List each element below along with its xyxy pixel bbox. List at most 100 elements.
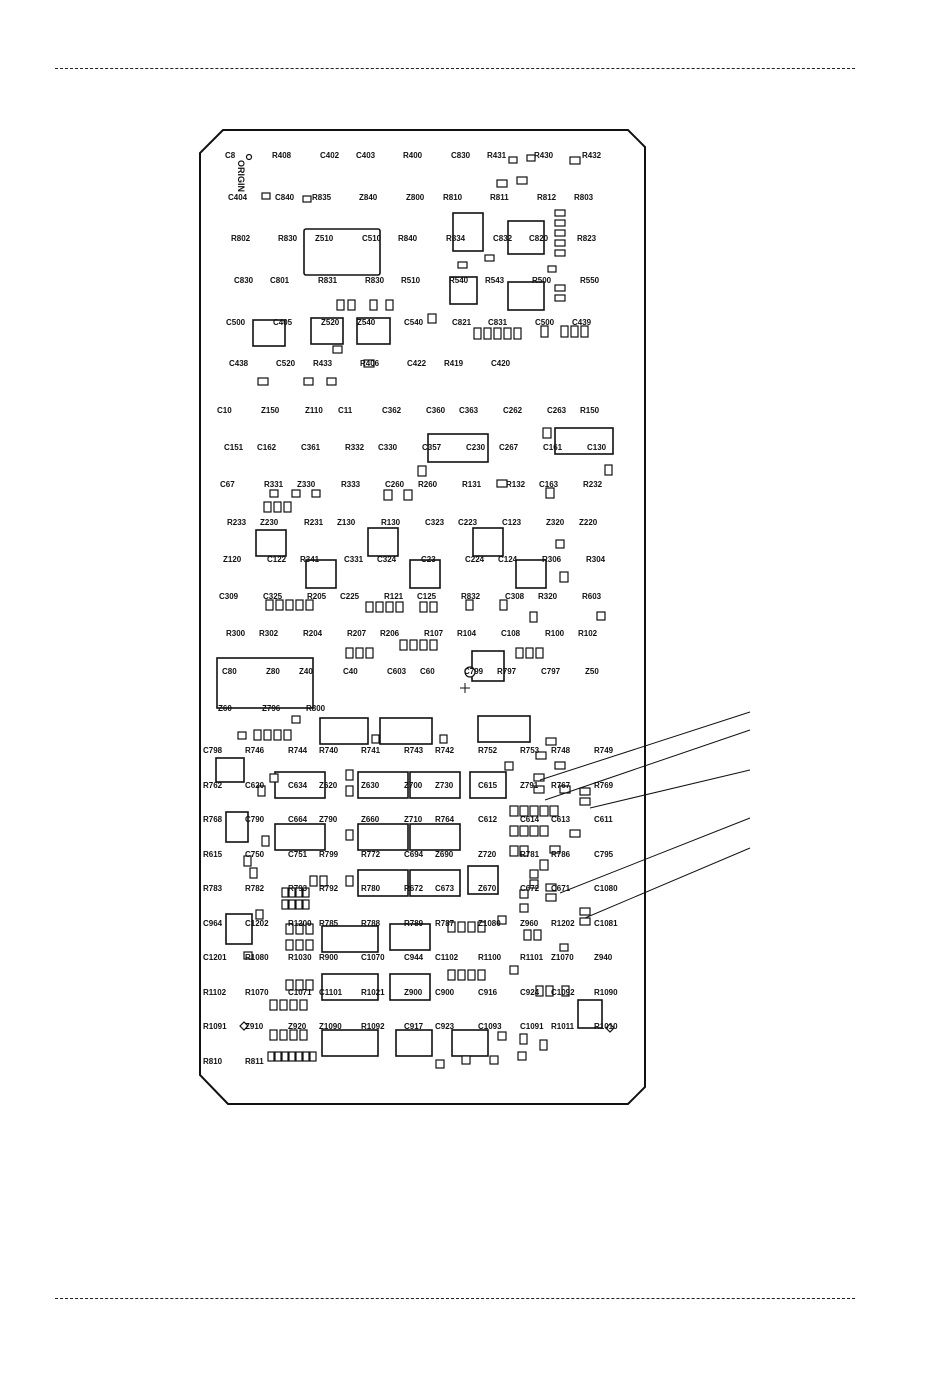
designator-label: C331 — [344, 555, 364, 564]
designator-label: C923 — [435, 1022, 455, 1031]
designator-label: Z220 — [579, 518, 598, 527]
designator-label: Z660 — [361, 815, 380, 824]
designator-label: R433 — [313, 359, 333, 368]
designator-label: R100 — [545, 629, 565, 638]
designator-label: C67 — [220, 480, 235, 489]
ic-z791 — [215, 757, 245, 783]
designator-label: C831 — [488, 318, 508, 327]
designator-label: Z730 — [435, 781, 454, 790]
designator-label: Z520 — [321, 318, 340, 327]
designator-label: C123 — [502, 518, 522, 527]
ic-z50 — [319, 717, 369, 745]
designator-label: R306 — [542, 555, 562, 564]
designator-label: C798 — [203, 746, 223, 755]
designator-label: C944 — [404, 953, 424, 962]
component-pads — [237, 154, 613, 1069]
designator-label: C1092 — [551, 988, 575, 997]
designator-label: Z920 — [288, 1022, 307, 1031]
designator-label: C60 — [420, 667, 435, 676]
designator-label: R785 — [319, 919, 339, 928]
designator-label: C325 — [263, 592, 283, 601]
ic-z620 — [274, 771, 326, 799]
designator-label: C1201 — [203, 953, 227, 962]
designator-label: C1101 — [319, 988, 343, 997]
designator-label: R603 — [582, 592, 602, 601]
designator-label: R206 — [380, 629, 400, 638]
designator-label: C821 — [452, 318, 472, 327]
designator-label: R341 — [300, 555, 320, 564]
board-outline — [199, 129, 646, 1105]
designator-label: R746 — [245, 746, 265, 755]
designator-label: R204 — [303, 629, 323, 638]
ic-z630 — [357, 771, 409, 799]
designator-label: R406 — [360, 359, 380, 368]
designator-label: R207 — [347, 629, 367, 638]
designator-label: R150 — [580, 406, 600, 415]
designator-label: C613 — [551, 815, 571, 824]
ic-z910 — [321, 1029, 379, 1057]
designator-label: C916 — [478, 988, 498, 997]
designator-label: Z120 — [223, 555, 242, 564]
designator-label: C422 — [407, 359, 427, 368]
designator-label: C672 — [520, 884, 540, 893]
designator-label: C799 — [464, 667, 484, 676]
designator-label: R333 — [341, 480, 361, 489]
designator-label: C1071 — [288, 988, 312, 997]
designator-label: R550 — [580, 276, 600, 285]
designator-label: R260 — [418, 480, 438, 489]
designator-label: R783 — [203, 884, 223, 893]
ic-z690 — [357, 869, 409, 897]
ic-z660a — [225, 811, 249, 843]
designator-label: R232 — [583, 480, 603, 489]
designator-label: Z630 — [361, 781, 380, 790]
designator-label: R823 — [577, 234, 597, 243]
designator-label: C614 — [520, 815, 540, 824]
designator-label: R672 — [404, 884, 424, 893]
designator-label: C1070 — [361, 953, 385, 962]
designator-label: R831 — [318, 276, 338, 285]
designator-label: C260 — [385, 480, 405, 489]
designator-label: R510 — [401, 276, 421, 285]
designator-label: R205 — [307, 592, 327, 601]
designator-label: C964 — [203, 919, 223, 928]
designator-label: C267 — [499, 443, 519, 452]
designator-label: R1030 — [288, 953, 312, 962]
designator-label: R104 — [457, 629, 477, 638]
designator-label: C130 — [587, 443, 607, 452]
designator-label: R1100 — [478, 953, 502, 962]
designator-label: R900 — [319, 953, 339, 962]
designator-label: Z1090 — [319, 1022, 342, 1031]
designator-label: Z940 — [594, 953, 613, 962]
designator-label: C151 — [224, 443, 244, 452]
designator-label: Z790 — [319, 815, 338, 824]
designator-label: R1090 — [594, 988, 618, 997]
designator-label: R811 — [490, 193, 509, 202]
designator-label: C402 — [320, 151, 340, 160]
ic-z900 — [577, 999, 603, 1029]
designator-label: R810 — [203, 1057, 223, 1066]
designator-label: C309 — [219, 592, 239, 601]
ic-z120 — [515, 559, 547, 589]
designator-label: Z1070 — [551, 953, 574, 962]
designator-label: C634 — [288, 781, 308, 790]
designator-label: Z330 — [297, 480, 316, 489]
designator-label: C404 — [228, 193, 248, 202]
designator-label: R793 — [288, 884, 308, 893]
designator-label: R400 — [403, 151, 423, 160]
ic-z60 — [379, 717, 433, 745]
designator-label: Z50 — [585, 667, 599, 676]
leader-lines — [539, 711, 751, 919]
designator-label: C361 — [301, 443, 321, 452]
ic-z110 — [554, 427, 614, 455]
designator-label: C750 — [245, 850, 265, 859]
designator-label: R233 — [227, 518, 247, 527]
designator-label: R320 — [538, 592, 558, 601]
designator-label: C357 — [422, 443, 442, 452]
designator-label: Z710 — [404, 815, 423, 824]
designator-label: C1081 — [594, 919, 618, 928]
designator-label: R1200 — [288, 919, 312, 928]
designator-label: R768 — [203, 815, 223, 824]
designator-label: R1091 — [203, 1022, 227, 1031]
designator-label: C671 — [551, 884, 571, 893]
